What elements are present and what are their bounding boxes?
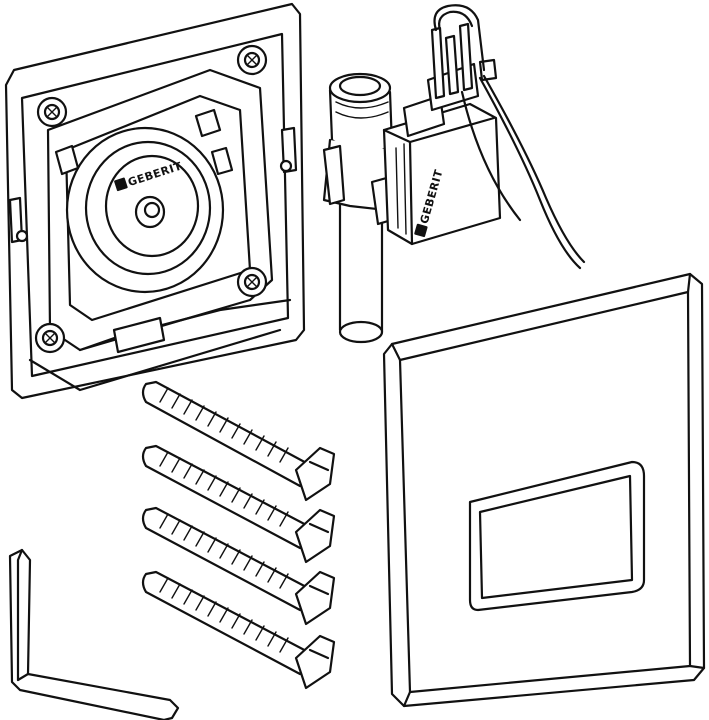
mounting-plate: GEBERIT <box>4 2 306 400</box>
electronic-valve-module: GEBERIT <box>322 4 586 344</box>
corner-screw <box>36 96 68 128</box>
corner-screw <box>236 44 268 76</box>
fixing-screws <box>141 380 336 690</box>
screw <box>141 380 336 502</box>
corner-screw <box>236 266 268 298</box>
screw <box>141 570 336 690</box>
allen-key <box>8 548 180 720</box>
corner-screw <box>34 322 66 354</box>
screw <box>141 444 336 564</box>
cover-plate <box>382 272 706 708</box>
screw <box>141 506 336 626</box>
